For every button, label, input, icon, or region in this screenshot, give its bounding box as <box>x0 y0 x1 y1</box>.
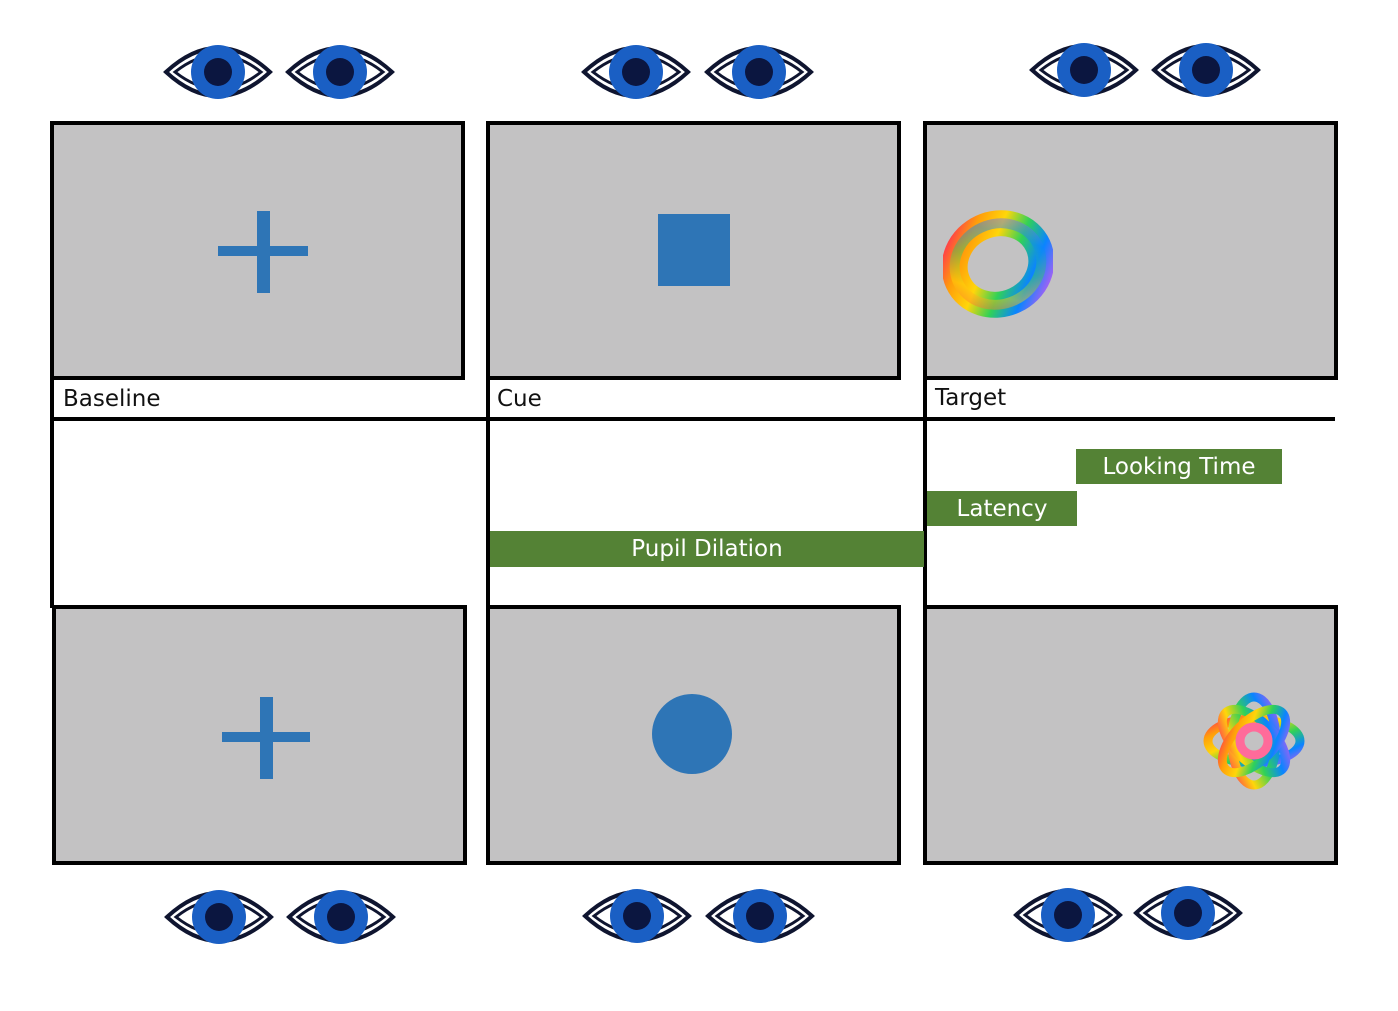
rainbow-torus-icon <box>943 210 1053 318</box>
target-screen-top <box>923 121 1338 380</box>
eye-icon <box>1029 34 1139 106</box>
phase-label-target: Target <box>935 385 1007 411</box>
eye-icon <box>704 36 814 108</box>
measure-bar-latency: Latency <box>927 491 1077 526</box>
timeline-border <box>486 378 490 608</box>
eye-icon <box>286 881 396 953</box>
plus-icon <box>222 697 310 779</box>
timeline-border <box>50 378 54 608</box>
eye-icon <box>1013 879 1123 951</box>
plus-icon <box>218 211 308 293</box>
timeline-divider <box>50 417 1335 421</box>
target-screen-bottom <box>923 605 1338 865</box>
timeline-border <box>923 378 927 608</box>
cue-screen-top <box>486 121 901 380</box>
eye-icon <box>1133 877 1243 949</box>
cue-screen-bottom <box>486 605 901 865</box>
eye-icon <box>705 880 815 952</box>
eye-icon <box>582 880 692 952</box>
eye-icon <box>1151 34 1261 106</box>
baseline-screen-bottom <box>52 605 467 865</box>
baseline-screen-top <box>50 121 465 380</box>
eye-icon <box>163 36 273 108</box>
rainbow-knot-icon <box>1203 692 1305 790</box>
eye-icon <box>285 36 395 108</box>
circle-icon <box>652 694 732 774</box>
measure-bar-pupil-dilation: Pupil Dilation <box>490 531 924 567</box>
eye-icon <box>581 36 691 108</box>
square-icon <box>658 214 730 286</box>
phase-label-baseline: Baseline <box>63 386 161 412</box>
eye-icon <box>164 881 274 953</box>
measure-bar-looking-time: Looking Time <box>1076 449 1282 484</box>
phase-label-cue: Cue <box>497 386 542 412</box>
